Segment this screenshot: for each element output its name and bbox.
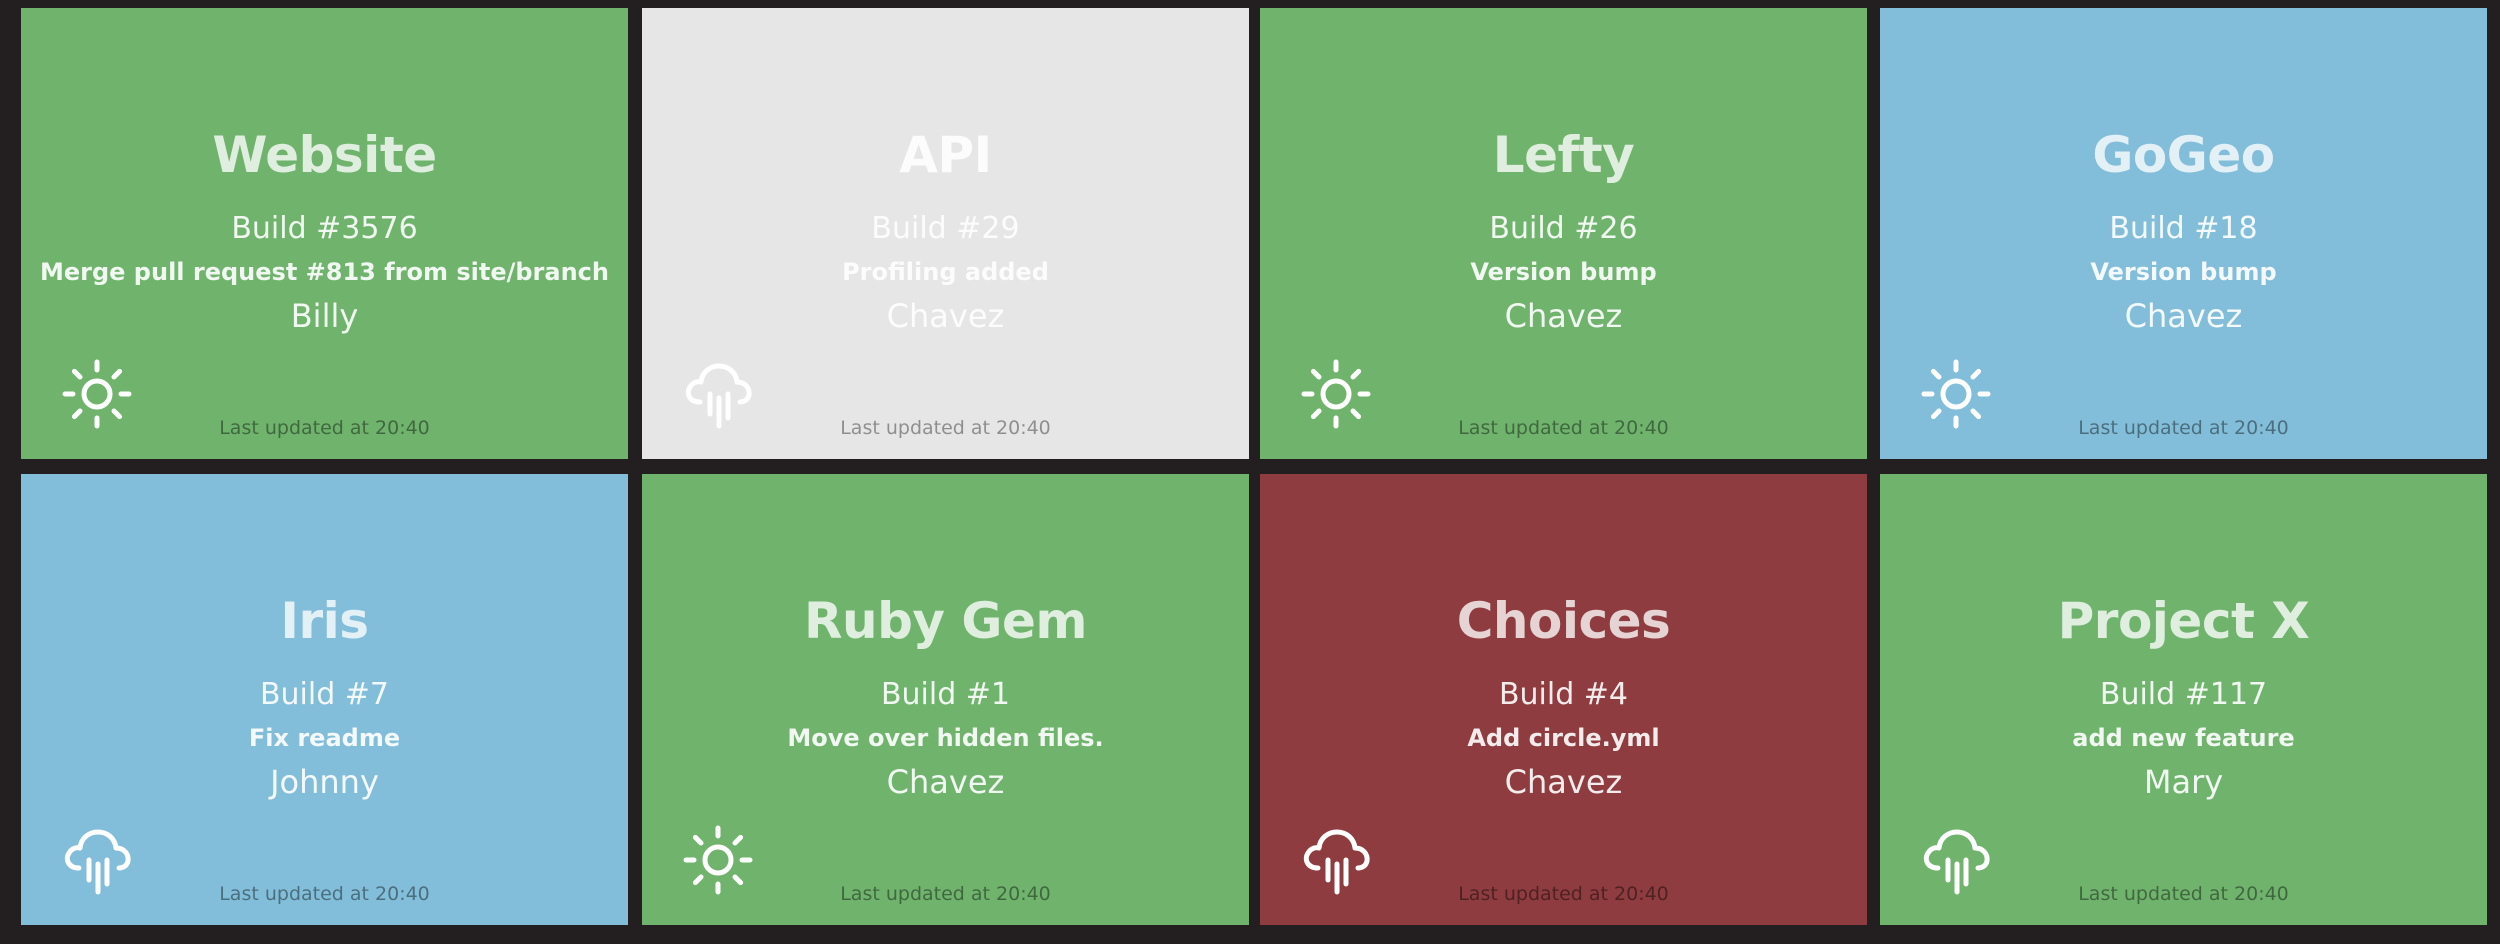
commit-message: Add circle.yml <box>1467 724 1660 752</box>
build-number: Build #7 <box>259 677 390 712</box>
build-tile-website[interactable]: Website Build #3576 Merge pull request #… <box>21 8 628 459</box>
build-tile-ruby-gem[interactable]: Ruby Gem Build #1 Move over hidden files… <box>642 474 1249 925</box>
commit-message: Merge pull request #813 from site/branch <box>40 258 609 286</box>
project-title: Website <box>212 126 437 184</box>
commit-author: Chavez <box>1504 763 1623 801</box>
project-title: Choices <box>1456 592 1671 650</box>
build-tile-lefty[interactable]: Lefty Build #26 Version bump Chavez Last… <box>1260 8 1867 459</box>
build-tile-project-x[interactable]: Project X Build #117 add new feature Mar… <box>1880 474 2487 925</box>
build-tile-iris[interactable]: Iris Build #7 Fix readme Johnny Last upd… <box>21 474 628 925</box>
last-updated: Last updated at 20:40 <box>2078 417 2289 439</box>
commit-author: Chavez <box>1504 297 1623 335</box>
commit-author: Chavez <box>886 763 1005 801</box>
last-updated: Last updated at 20:40 <box>219 417 430 439</box>
last-updated: Last updated at 20:40 <box>2078 883 2289 905</box>
project-title: API <box>899 126 992 184</box>
build-number: Build #3576 <box>231 211 418 246</box>
build-tile-api[interactable]: API Build #29 Profiling added Chavez Las… <box>642 8 1249 459</box>
commit-message: Profiling added <box>842 258 1049 286</box>
build-number: Build #117 <box>2099 677 2268 712</box>
commit-author: Billy <box>290 297 359 335</box>
last-updated: Last updated at 20:40 <box>1458 417 1669 439</box>
project-title: Ruby Gem <box>804 592 1087 650</box>
commit-author: Mary <box>2143 763 2224 801</box>
build-number: Build #1 <box>880 677 1011 712</box>
last-updated: Last updated at 20:40 <box>840 417 1051 439</box>
commit-message: Version bump <box>2090 258 2277 286</box>
build-tile-gogeo[interactable]: GoGeo Build #18 Version bump Chavez Last… <box>1880 8 2487 459</box>
build-number: Build #18 <box>2109 211 2258 246</box>
build-tile-choices[interactable]: Choices Build #4 Add circle.yml Chavez L… <box>1260 474 1867 925</box>
commit-message: add new feature <box>2072 724 2295 752</box>
build-number: Build #29 <box>871 211 1020 246</box>
project-title: Iris <box>280 592 369 650</box>
build-number: Build #26 <box>1489 211 1638 246</box>
project-title: Lefty <box>1492 126 1635 184</box>
commit-message: Version bump <box>1470 258 1657 286</box>
commit-author: Johnny <box>270 763 379 801</box>
commit-author: Chavez <box>2124 297 2243 335</box>
build-number: Build #4 <box>1498 677 1629 712</box>
commit-author: Chavez <box>886 297 1005 335</box>
last-updated: Last updated at 20:40 <box>840 883 1051 905</box>
commit-message: Move over hidden files. <box>787 724 1104 752</box>
project-title: Project X <box>2057 592 2310 650</box>
last-updated: Last updated at 20:40 <box>219 883 430 905</box>
commit-message: Fix readme <box>248 724 401 752</box>
project-title: GoGeo <box>2092 126 2275 184</box>
last-updated: Last updated at 20:40 <box>1458 883 1669 905</box>
